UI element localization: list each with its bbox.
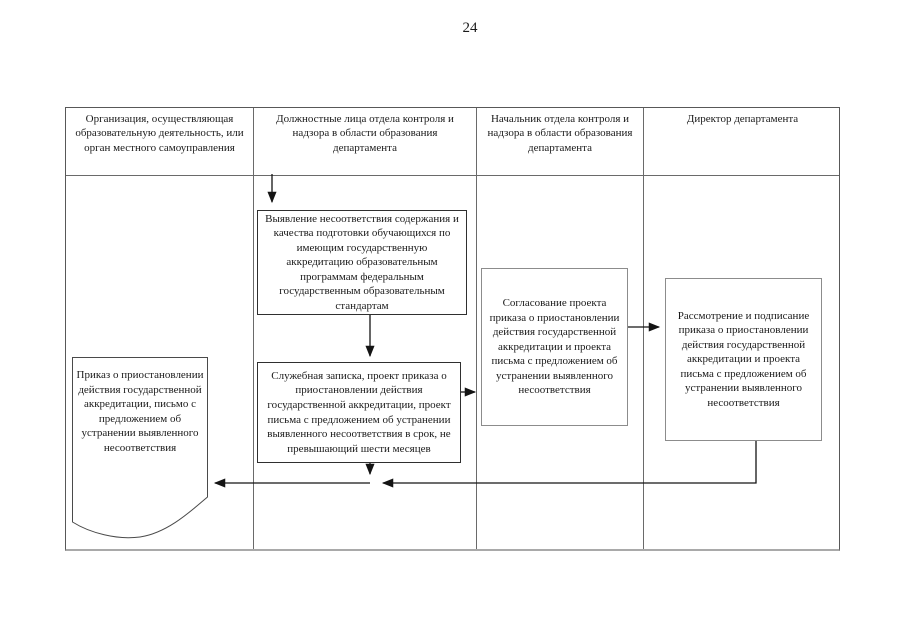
process-box-sign-order: Рассмотрение и подписание приказа о прио… — [665, 278, 822, 441]
document-shape-outline — [72, 357, 208, 539]
lane-divider-line — [643, 108, 644, 549]
process-box-detect-nonconformity: Выявление несоответствия содержания и ка… — [257, 210, 467, 315]
page-number: 24 — [462, 20, 478, 36]
process-box-approve-draft: Согласование проекта приказа о приостано… — [481, 268, 628, 426]
document-shape — [72, 357, 208, 539]
process-box-memo-draft-order: Служебная записка, проект приказа о прио… — [257, 362, 461, 463]
lane-header-officials: Должностные лица отдела контроля и надзо… — [276, 113, 454, 154]
lane-header-director: Директор департамента — [686, 113, 799, 125]
lane-divider-line — [253, 108, 254, 549]
lane-header-organization: Организация, осуществляющая образователь… — [75, 113, 244, 154]
flowchart-swimlane-table: Организация, осуществляющая образователь… — [65, 107, 840, 551]
lane-divider-line — [476, 108, 477, 549]
header-separator-line — [66, 175, 839, 176]
lane-header-department-chief: Начальник отдела контроля и надзора в об… — [487, 113, 633, 154]
document-label-order: Приказ о приостановлении действия госуда… — [76, 369, 204, 454]
